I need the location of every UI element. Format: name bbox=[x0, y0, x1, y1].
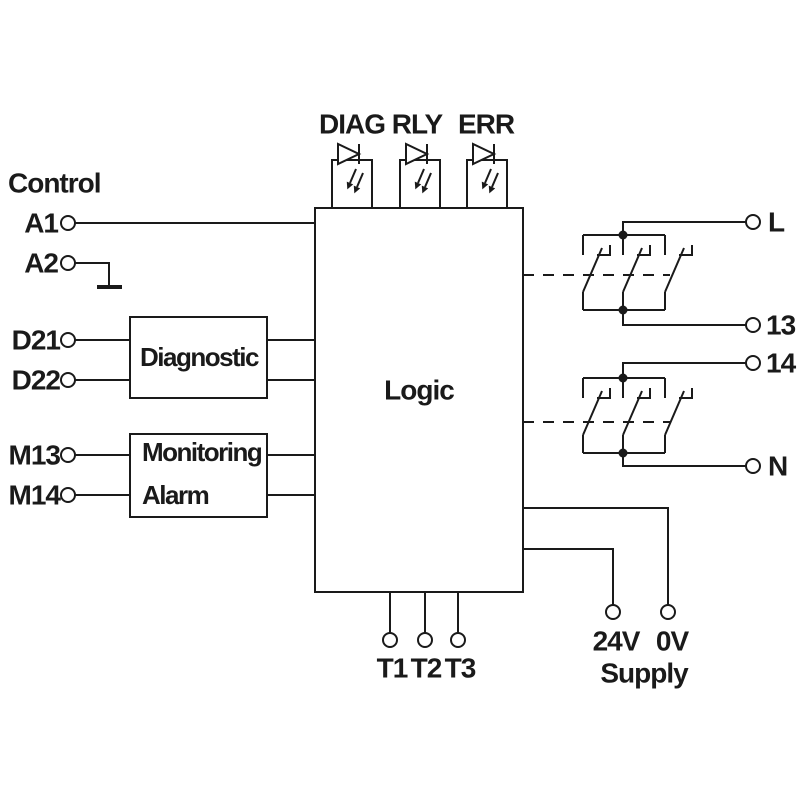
relay-contact bbox=[622, 378, 651, 453]
relay-contact bbox=[664, 235, 693, 310]
control-label: Control bbox=[8, 168, 101, 199]
relay-contact bbox=[582, 378, 611, 453]
terminal-a2 bbox=[60, 255, 76, 271]
terminal-24v-label: 24V bbox=[593, 626, 641, 657]
led-rly-box bbox=[399, 159, 441, 209]
test-terminals: T1 T2 T3 bbox=[377, 592, 477, 684]
led-indicators: DIAG RLY bbox=[319, 109, 516, 209]
supply-terminals: 24V 0V Supply bbox=[523, 507, 690, 689]
led-indicator-diag: DIAG bbox=[319, 109, 386, 209]
terminal-a1 bbox=[60, 215, 76, 231]
logic-block: Logic bbox=[314, 207, 524, 593]
terminal-0v bbox=[660, 604, 676, 620]
wire-n-out bbox=[622, 453, 746, 467]
terminal-d21-label: D21 bbox=[12, 325, 61, 356]
monitoring-box bbox=[129, 433, 268, 518]
logic-box bbox=[314, 207, 524, 593]
contact-group-2: 14 N bbox=[523, 348, 798, 482]
logic-label: Logic bbox=[384, 375, 454, 406]
terminal-m13-label: M13 bbox=[9, 440, 61, 471]
led-diode-icon bbox=[472, 142, 497, 166]
terminal-m14 bbox=[60, 487, 76, 503]
led-arrows-icon bbox=[414, 168, 432, 194]
terminal-t3-label: T3 bbox=[445, 653, 476, 684]
terminal-m14-label: M14 bbox=[9, 480, 62, 511]
led-indicator-rly: RLY bbox=[392, 109, 445, 209]
supply-label: Supply bbox=[600, 658, 689, 689]
led-diag-label: DIAG bbox=[319, 109, 385, 140]
relay-contact bbox=[582, 235, 611, 310]
led-arrows-icon bbox=[481, 168, 499, 194]
terminal-l bbox=[745, 214, 761, 230]
terminal-t2-label: T2 bbox=[411, 653, 442, 684]
terminal-t1-label: T1 bbox=[377, 653, 408, 684]
relay-contact bbox=[664, 378, 693, 453]
terminal-d21 bbox=[60, 332, 76, 348]
terminal-d22-label: D22 bbox=[12, 365, 61, 396]
terminal-a1-label: A1 bbox=[24, 208, 58, 239]
led-diode-icon bbox=[405, 142, 430, 166]
contact-group-1: L 13 bbox=[523, 207, 797, 341]
terminal-t3 bbox=[450, 632, 466, 648]
monitoring-label: Monitoring bbox=[142, 437, 262, 467]
terminal-13 bbox=[745, 317, 761, 333]
wire-l-in bbox=[622, 221, 746, 235]
wire-13-out bbox=[622, 310, 746, 326]
terminal-m13 bbox=[60, 447, 76, 463]
alarm-label: Alarm bbox=[142, 480, 209, 510]
wire-0v bbox=[523, 507, 669, 605]
diagnostic-block: Diagnostic bbox=[129, 316, 315, 399]
wire-14-in bbox=[622, 362, 746, 378]
relay-contact bbox=[622, 235, 651, 310]
terminal-13-label: 13 bbox=[766, 310, 796, 341]
led-indicator-err: ERR bbox=[458, 109, 516, 209]
terminal-d22 bbox=[60, 372, 76, 388]
led-arrows-icon bbox=[346, 168, 364, 194]
terminal-n bbox=[745, 458, 761, 474]
terminal-0v-label: 0V bbox=[656, 626, 690, 657]
terminal-a2-label: A2 bbox=[24, 248, 58, 279]
terminal-t2 bbox=[417, 632, 433, 648]
led-rly-label: RLY bbox=[392, 109, 444, 140]
input-terminals: Control A1 A2 D21 D22 M13 M14 bbox=[8, 168, 315, 511]
terminal-24v bbox=[605, 604, 621, 620]
terminal-l-label: L bbox=[768, 207, 785, 238]
terminal-t1 bbox=[382, 632, 398, 648]
diagnostic-box bbox=[129, 316, 268, 399]
wire-24v bbox=[523, 548, 614, 605]
wire-a2 bbox=[75, 262, 110, 285]
diagnostic-label: Diagnostic bbox=[140, 342, 259, 372]
terminal-14 bbox=[745, 355, 761, 371]
monitoring-alarm-block: Monitoring Alarm bbox=[129, 433, 315, 518]
terminal-14-label: 14 bbox=[766, 348, 797, 379]
led-diode-icon bbox=[337, 142, 362, 166]
terminal-n-label: N bbox=[768, 451, 787, 482]
led-err-label: ERR bbox=[458, 109, 515, 140]
